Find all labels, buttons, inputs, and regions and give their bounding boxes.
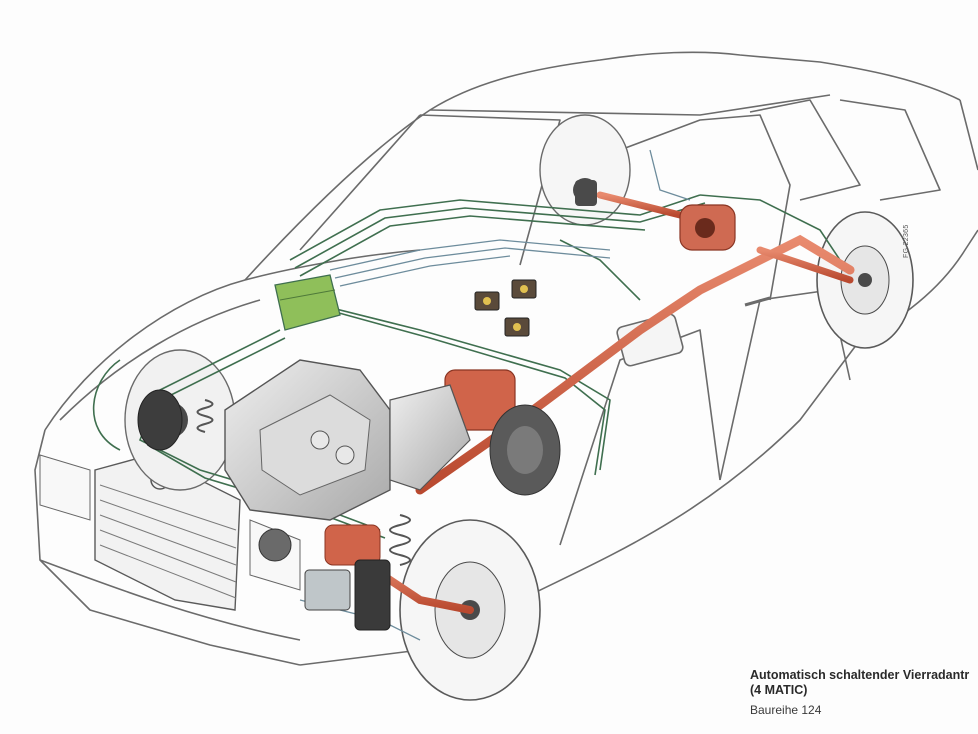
- rear-axle-shaft-right: [756, 246, 854, 284]
- front-differential: [324, 524, 381, 566]
- power-steering-pump: [258, 528, 292, 562]
- hood-crease: [59, 299, 261, 421]
- transmission: [389, 384, 471, 491]
- engine-block: [224, 359, 471, 521]
- front-brake-disc: [137, 389, 183, 451]
- roof-inner-line: [429, 94, 831, 116]
- caption-block: Automatisch schaltender Vierradantr (4 M…: [750, 668, 978, 718]
- rear-axle-shaft-left: [596, 191, 684, 219]
- windshield-frame: [299, 114, 561, 266]
- wheel-rear-right: [816, 211, 914, 349]
- headlight-left: [39, 454, 91, 521]
- rear-brake-caliper: [575, 180, 597, 206]
- front-bumper-outline: [34, 429, 301, 666]
- caption-subtitle: Baureihe 124: [750, 703, 822, 717]
- pressure-accumulator: [354, 559, 391, 631]
- rear-deck-line: [959, 99, 978, 171]
- front-strut-spring: [389, 514, 411, 566]
- front-door-window: [619, 114, 791, 301]
- components: [137, 180, 597, 631]
- hood-outline: [44, 249, 421, 431]
- hydraulic-lines: [92, 194, 841, 539]
- side-sill: [299, 339, 861, 666]
- roof-outline: [244, 51, 961, 281]
- caption-title-model: (4 MATIC): [750, 683, 808, 697]
- rear-quarter-window: [839, 99, 941, 201]
- door-handle: [744, 296, 771, 307]
- hydraulic-unit: [304, 569, 351, 611]
- front-strut-spring-left: [196, 399, 214, 433]
- front-valance: [39, 559, 301, 641]
- caption-title: Automatisch schaltender Vierradantr: [750, 668, 970, 682]
- rear-door-window: [749, 99, 861, 201]
- car-body: [34, 51, 978, 666]
- control-unit: [274, 274, 341, 331]
- figure-reference: FG 22365: [903, 224, 910, 258]
- warning-lamp-cluster: [474, 279, 537, 337]
